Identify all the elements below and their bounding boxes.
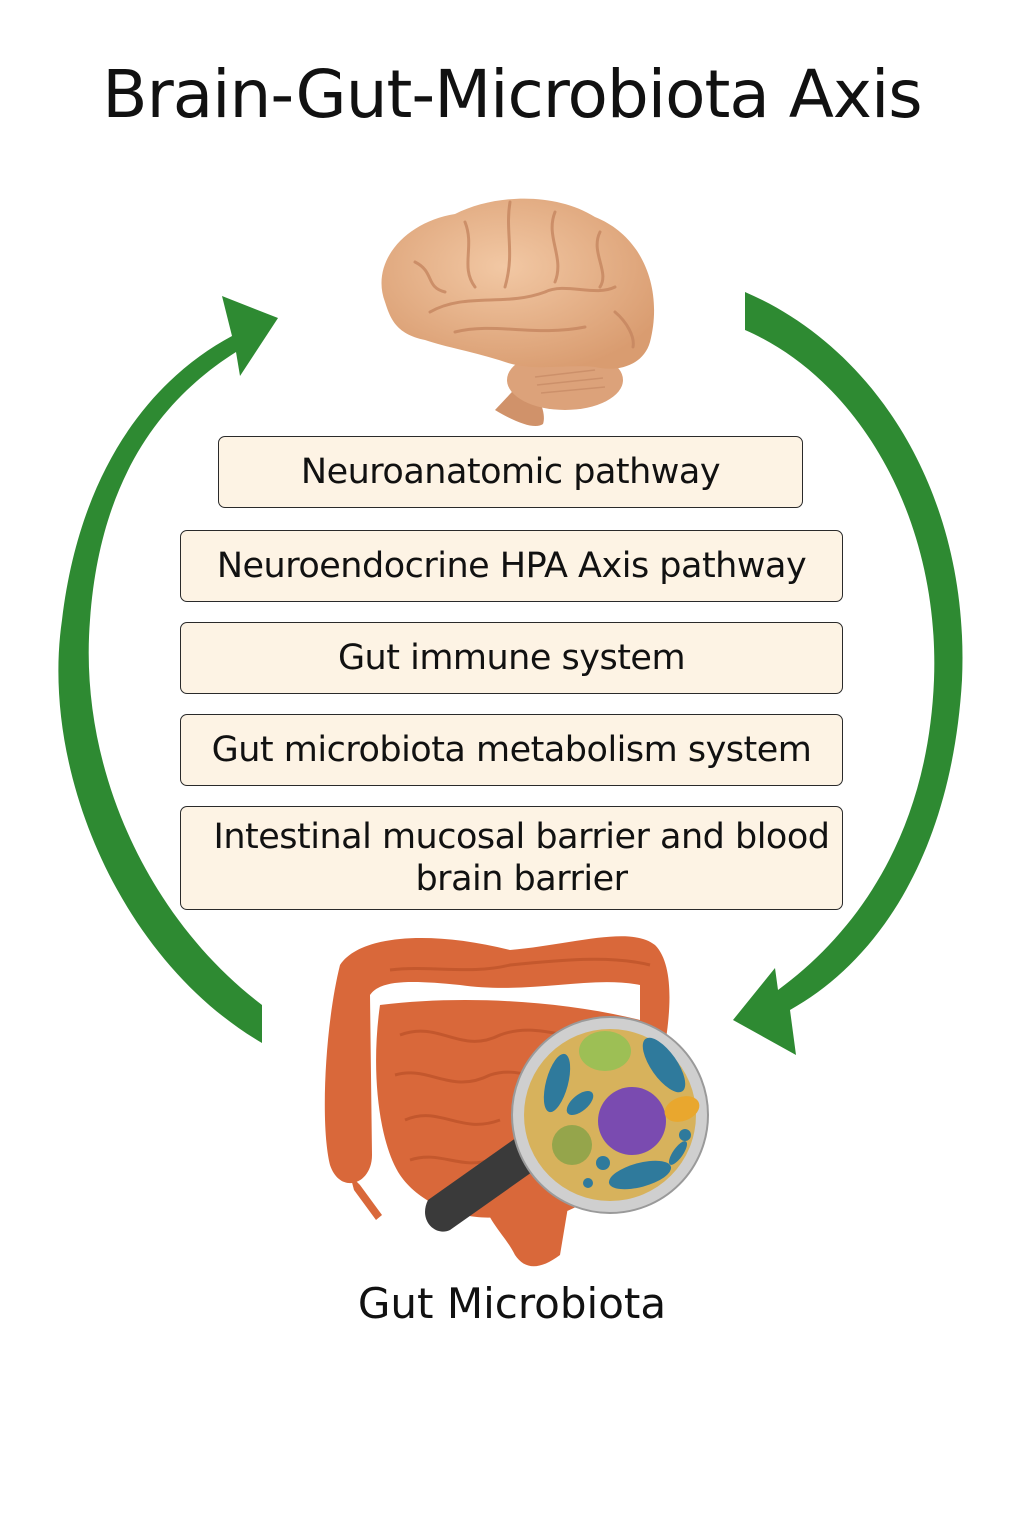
right-arrow-down [733,292,963,1055]
microbes [543,1031,700,1190]
pathway-box-barrier: Intestinal mucosal barrier and blood bra… [180,806,843,910]
left-arrow-up [58,296,278,1043]
intestine-icon [324,936,709,1267]
pathway-label: Gut microbiota metabolism system [211,730,812,770]
magnifier-handle [425,1135,542,1232]
pathway-box-metabolism: Gut microbiota metabolism system [180,714,843,786]
pathway-box-immune: Gut immune system [180,622,843,694]
pathway-label: Neuroendocrine HPA Axis pathway [216,546,807,586]
pathway-label: Intestinal mucosal barrier and blood bra… [213,817,830,899]
pathway-box-neuroendocrine: Neuroendocrine HPA Axis pathway [180,530,843,602]
pathway-box-neuroanatomic: Neuroanatomic pathway [218,436,803,508]
pathway-label: Neuroanatomic pathway [300,452,721,492]
pathway-label: Gut immune system [337,638,686,678]
page-title: Brain-Gut-Microbiota Axis [102,56,922,133]
gut-microbiota-caption: Gut Microbiota [357,1279,667,1328]
brain-icon [381,198,655,427]
